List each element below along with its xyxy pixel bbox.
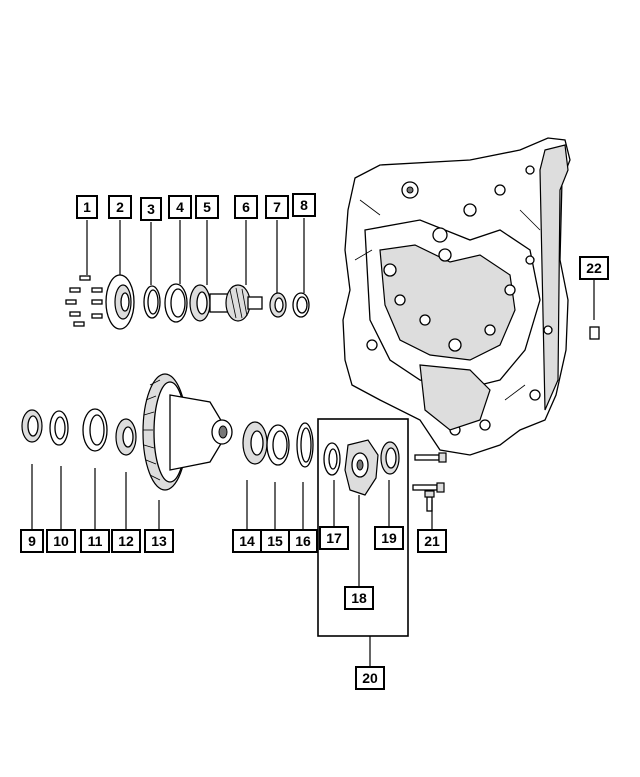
callout-8: 8 [292, 193, 316, 217]
kit-group-box [317, 418, 409, 637]
callout-2: 2 [108, 195, 132, 219]
callout-label-19: 19 [381, 530, 397, 546]
callout-17: 17 [319, 526, 349, 550]
callout-4: 4 [168, 195, 192, 219]
bearing-part-5 [189, 284, 211, 322]
callout-9: 9 [20, 529, 44, 553]
callout-label-4: 4 [176, 199, 184, 215]
callout-label-11: 11 [88, 533, 103, 549]
callout-label-12: 12 [118, 533, 134, 549]
callout-6: 6 [234, 195, 258, 219]
callout-label-1: 1 [83, 199, 91, 215]
callout-label-16: 16 [295, 533, 311, 549]
callout-label-3: 3 [147, 201, 155, 217]
callout-21: 21 [417, 529, 447, 553]
cover-part-18 [344, 439, 379, 496]
cup-part-11 [82, 408, 108, 452]
callout-label-13: 13 [151, 533, 167, 549]
callout-label-17: 17 [326, 530, 342, 546]
cup-part-4 [164, 283, 188, 323]
callout-3: 3 [140, 197, 162, 221]
callout-13: 13 [144, 529, 174, 553]
callout-label-5: 5 [203, 199, 211, 215]
seal-part-19 [380, 441, 400, 475]
callout-12: 12 [111, 529, 141, 553]
cup-part-15 [266, 424, 290, 466]
callout-label-20: 20 [362, 670, 378, 686]
washer-part-10 [49, 410, 69, 446]
washer-part-17 [323, 442, 341, 476]
bearing-part-7 [269, 292, 287, 318]
callout-16: 16 [288, 529, 318, 553]
callout-label-22: 22 [586, 260, 602, 276]
callout-label-14: 14 [239, 533, 255, 549]
callout-label-9: 9 [28, 533, 36, 549]
gear-shaft-part-6 [209, 284, 263, 322]
callout-label-7: 7 [273, 199, 281, 215]
ring-part-3 [143, 285, 161, 319]
callout-label-10: 10 [53, 533, 69, 549]
callout-18: 18 [344, 586, 374, 610]
differential-part-13 [142, 373, 233, 491]
callout-10: 10 [46, 529, 76, 553]
callout-22: 22 [579, 256, 609, 280]
seal-part-9 [21, 409, 43, 443]
callout-5: 5 [195, 195, 219, 219]
bearing-part-12 [115, 418, 137, 456]
retainer-part-2 [105, 274, 135, 330]
bolts-part-21 [412, 452, 447, 512]
cup-part-8 [292, 292, 310, 318]
transmission-case [342, 137, 571, 456]
callout-1: 1 [76, 195, 98, 219]
callout-7: 7 [265, 195, 289, 219]
callout-label-18: 18 [351, 590, 367, 606]
callout-11: 11 [80, 529, 110, 553]
callout-label-8: 8 [300, 197, 308, 213]
bearing-part-14 [242, 421, 268, 465]
leader-lines [31, 218, 595, 667]
plug-part-22 [589, 326, 600, 340]
callout-20: 20 [355, 666, 385, 690]
callout-14: 14 [232, 529, 262, 553]
shim-part-16 [296, 422, 314, 468]
callout-label-6: 6 [242, 199, 250, 215]
callout-15: 15 [260, 529, 290, 553]
callout-label-2: 2 [116, 199, 124, 215]
bolts-part-1 [65, 275, 103, 327]
callout-label-21: 21 [424, 533, 440, 549]
callout-19: 19 [374, 526, 404, 550]
callout-label-15: 15 [267, 533, 283, 549]
